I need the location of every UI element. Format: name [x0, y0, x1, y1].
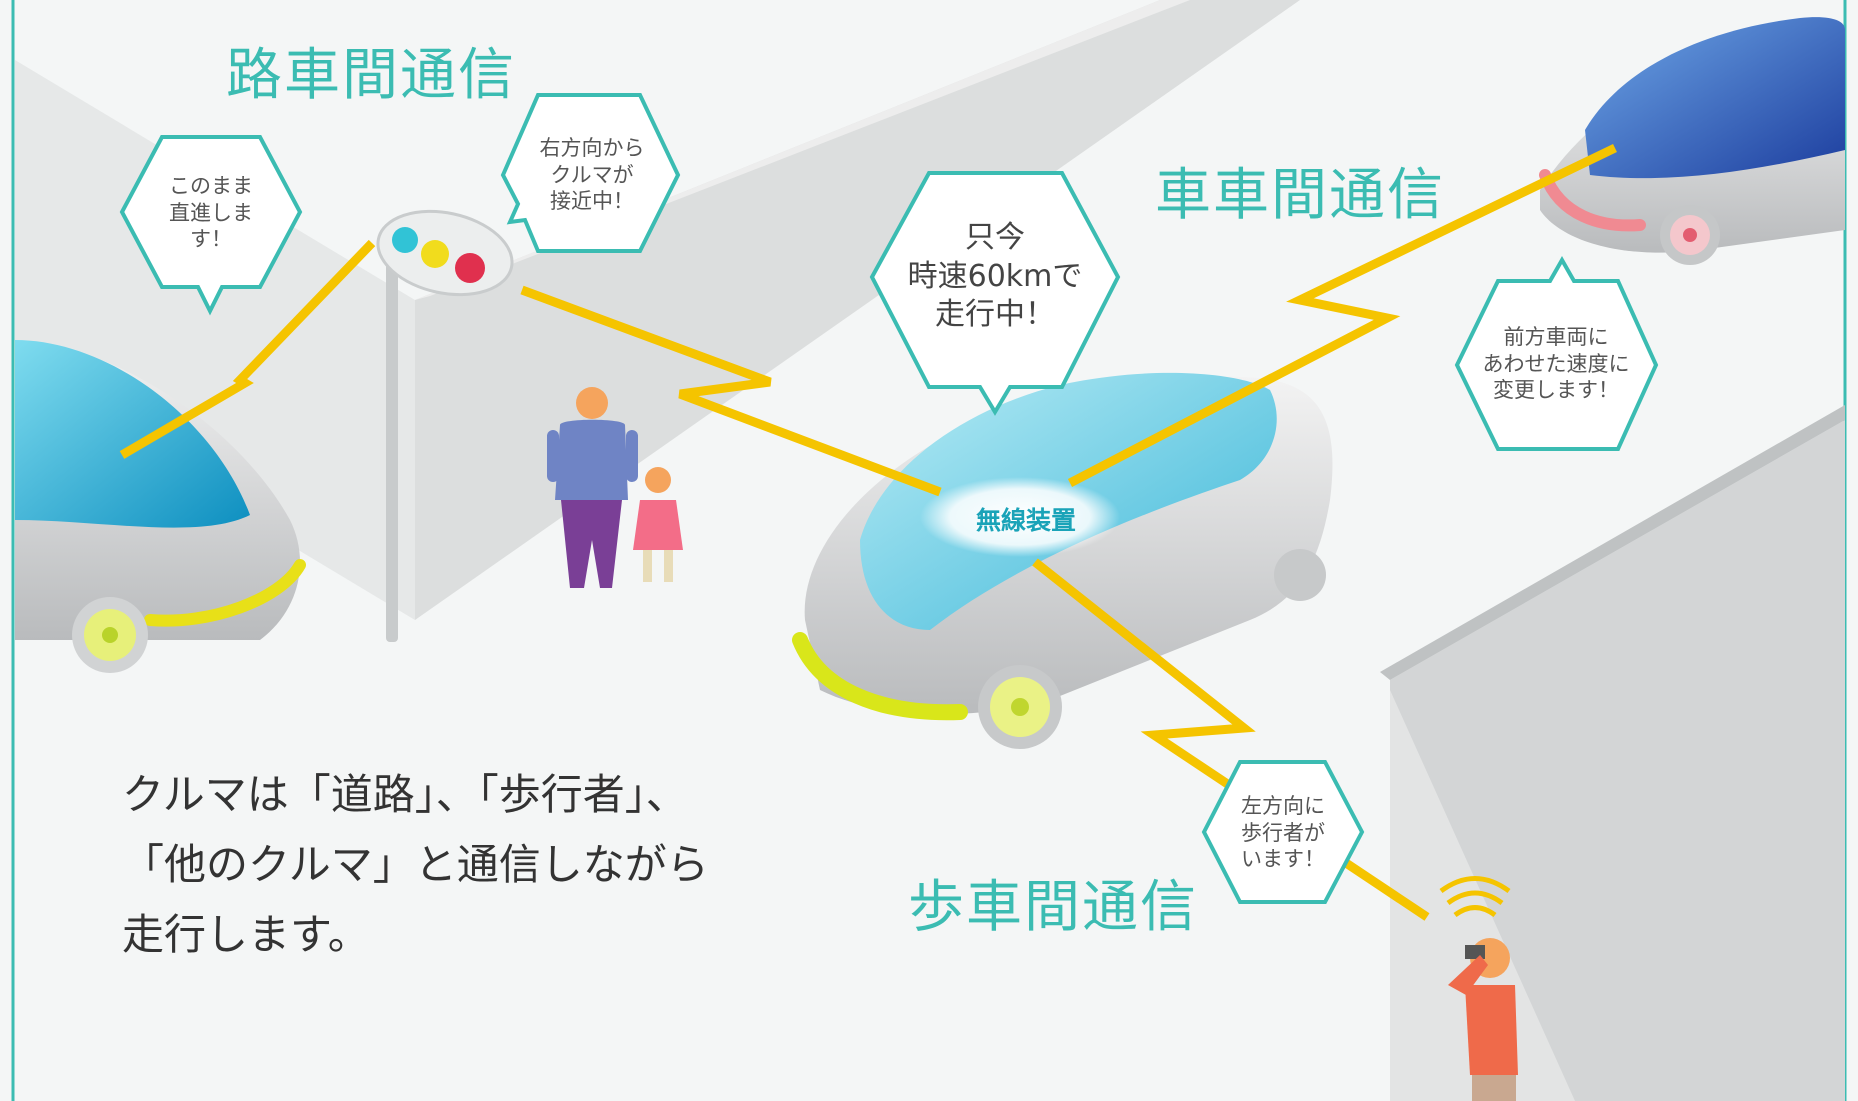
caption: クルマは「道路」、「歩行者」、 「他のクルマ」と通信しながら 走行します。: [122, 760, 709, 970]
bubble-signal-line-3: 接近中！: [550, 189, 634, 214]
bubble-front-car-line-1: 前方車両に: [1503, 324, 1609, 349]
photographer-pedestrian: [1439, 876, 1518, 1101]
signal-pole: [386, 240, 398, 642]
signal-light-red: [455, 253, 485, 283]
caption-line-2: 「他のクルマ」と通信しながら: [122, 840, 709, 889]
bubble-signal: 右方向からクルマが接近中！: [527, 130, 657, 220]
bubble-front-car-line-2: あわせた速度に: [1482, 351, 1630, 376]
bubble-pedestrian: 左方向に歩行者がいます！: [1222, 788, 1344, 878]
bubble-front-car: 前方車両にあわせた速度に変更します！: [1470, 318, 1642, 410]
bubble-front-car-line-3: 変更します！: [1493, 378, 1619, 403]
signal-line-road-left: [119, 239, 376, 459]
title-pedestrian-to-vehicle: 歩車間通信: [908, 875, 1198, 940]
signal-line-road-center: [520, 285, 942, 497]
bubble-left-car-line-1: このまま: [169, 173, 253, 198]
signal-light-blue: [392, 227, 418, 253]
bubble-center-car-line-3: 走行中！: [935, 297, 1055, 333]
center-car: [792, 372, 1333, 749]
bubble-left-car-line-2: 直進します！: [169, 200, 253, 252]
bubble-pedestrian-line-3: います！: [1241, 847, 1325, 872]
right-building-top: [1380, 405, 1845, 680]
bubble-center-car-line-1: 只今: [965, 220, 1025, 256]
signal-line-vehicle: [1067, 143, 1617, 487]
right-building-front: [1390, 420, 1845, 1101]
adult-child-pedestrians: [547, 387, 683, 588]
bubble-center-car-shape: [869, 171, 1121, 416]
caption-line-1: クルマは「道路」、「歩行者」、: [122, 770, 688, 819]
bubble-left-car: このまま直進します！: [150, 174, 272, 252]
bubble-front-car-shape: [1454, 255, 1659, 451]
caption-line-3: 走行します。: [122, 910, 370, 959]
bubble-signal-line-2: クルマが: [550, 162, 634, 187]
bubble-center-car: 只今時速60kmで走行中！: [900, 212, 1090, 342]
bubble-center-car-line-2: 時速60kmで: [907, 258, 1083, 294]
bubble-signal-shape: [500, 93, 681, 253]
left-wall: [15, 60, 415, 620]
bubble-pedestrian-line-2: 歩行者が: [1241, 820, 1325, 845]
bubble-pedestrian-line-1: 左方向に: [1241, 793, 1325, 818]
bubble-pedestrian-shape: [1201, 760, 1365, 904]
title-road-to-vehicle: 路車間通信: [226, 43, 516, 108]
signal-light-yellow: [421, 240, 449, 268]
bubble-signal-line-1: 右方向から: [539, 135, 645, 160]
right-car: [1539, 17, 1845, 265]
left-car: [15, 340, 306, 673]
wireless-device-label: 無線装置: [975, 506, 1076, 535]
title-vehicle-to-vehicle: 車車間通信: [1155, 163, 1445, 228]
bubble-left-car-shape: [119, 135, 303, 316]
